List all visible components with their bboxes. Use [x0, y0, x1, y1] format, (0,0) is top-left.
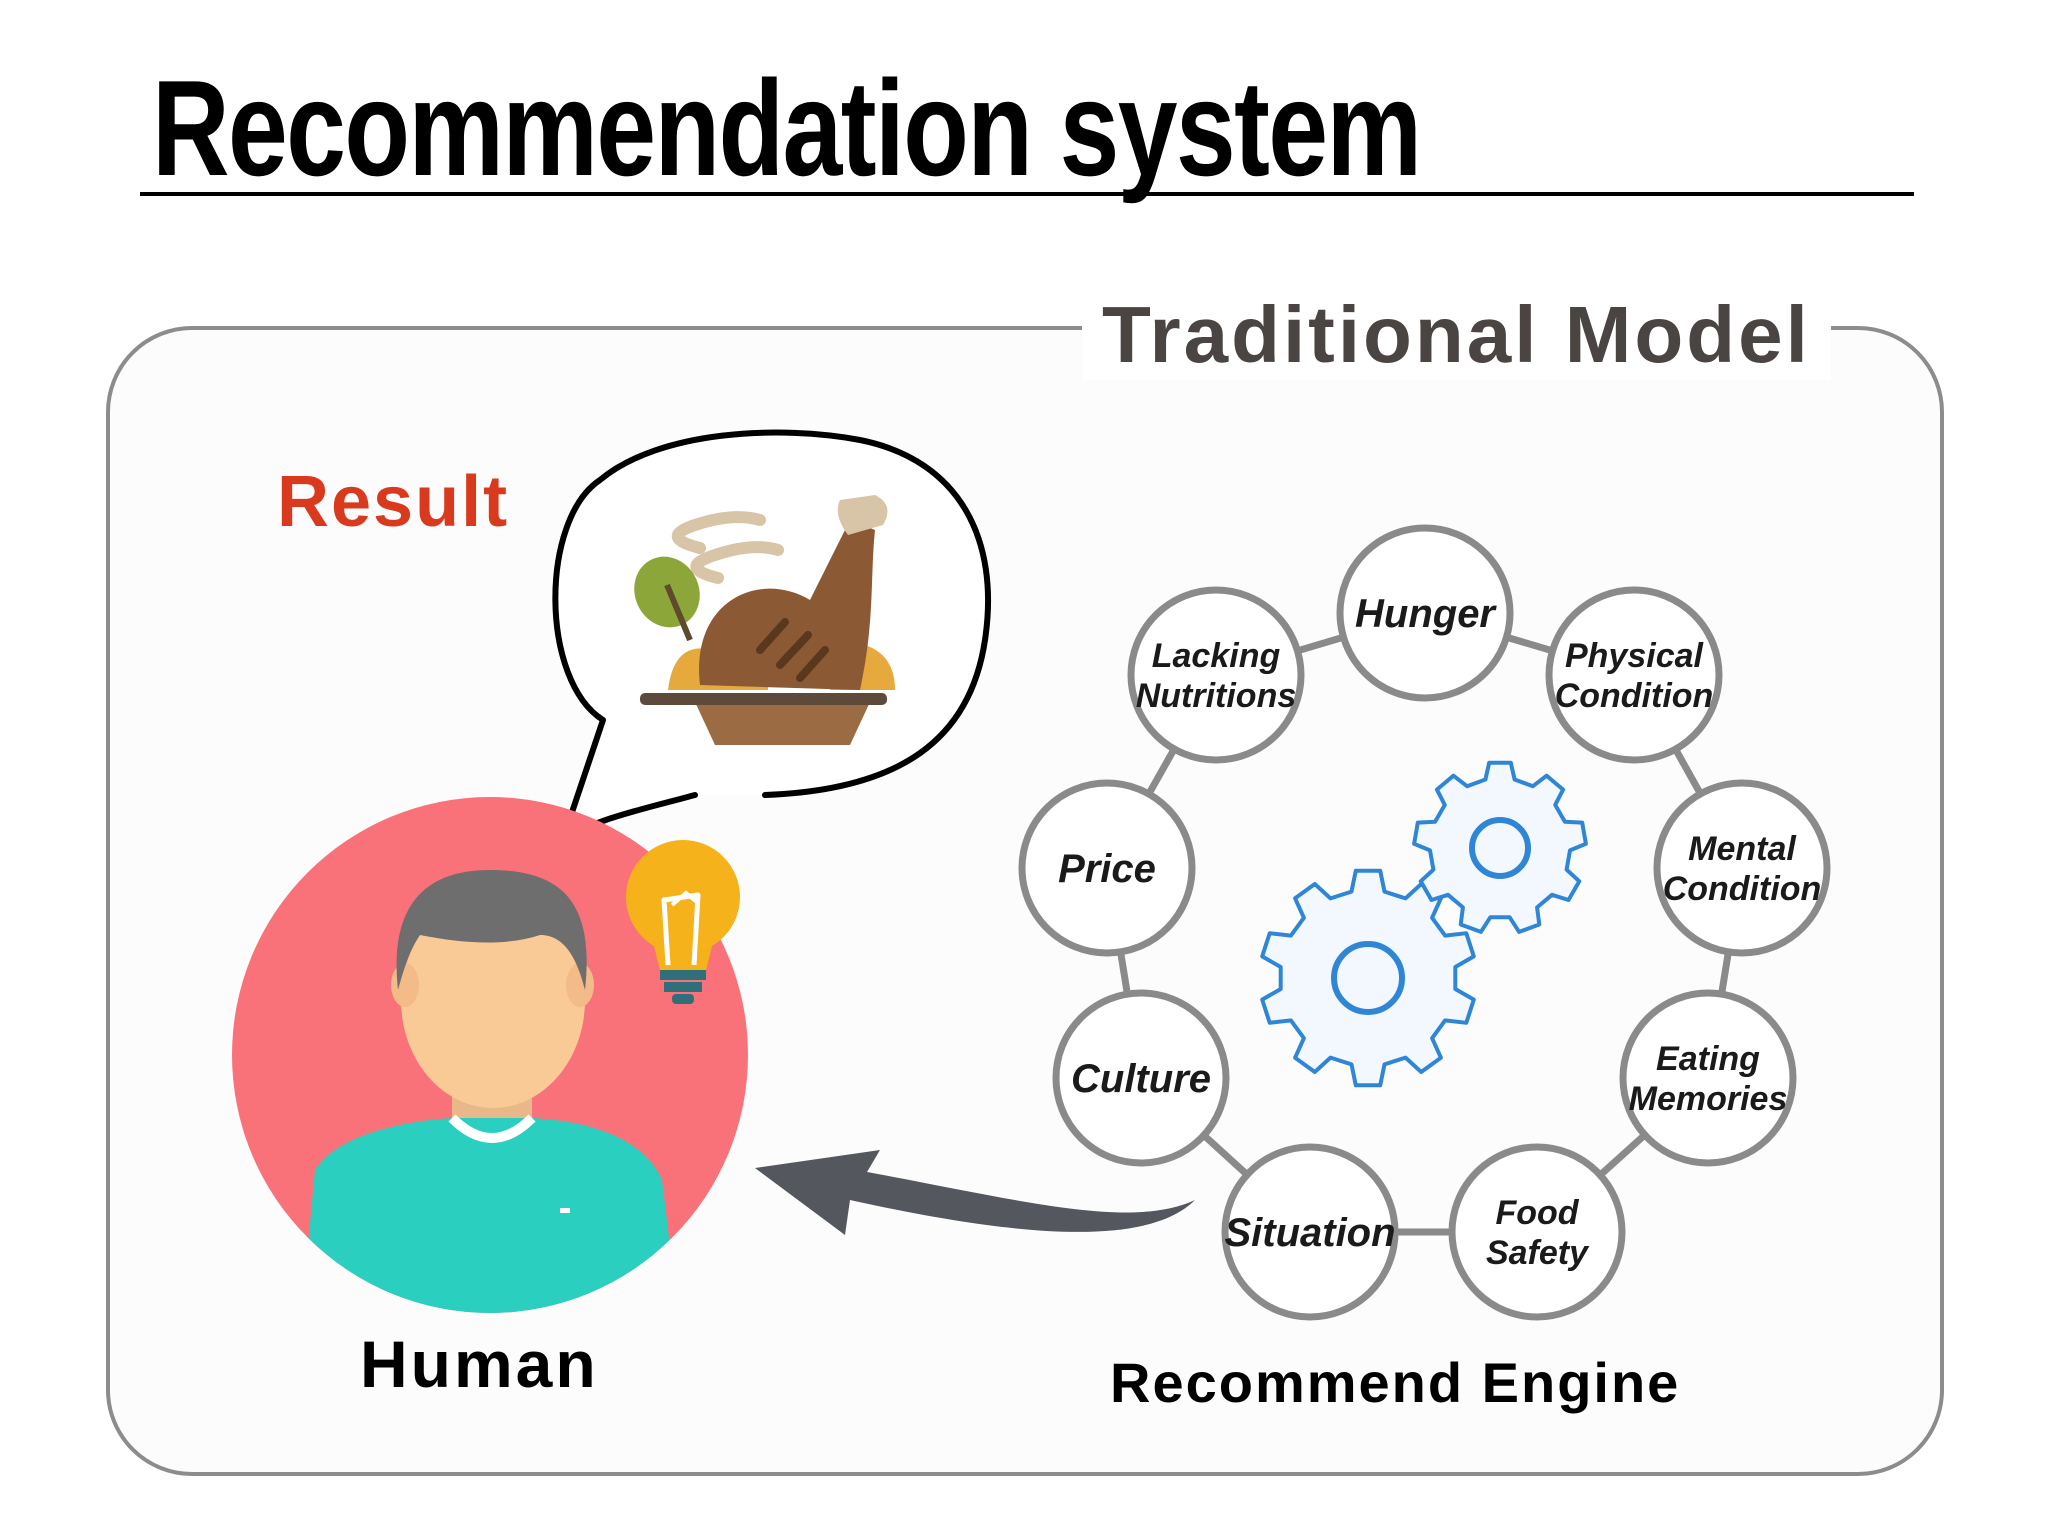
- man-avatar-icon: [232, 797, 748, 1313]
- factor-label: Culture: [1071, 1057, 1211, 1101]
- factor-ring: HungerPhysicalConditionMentalConditionEa…: [1018, 524, 1831, 1321]
- slide-title: Recommendation system: [152, 52, 1422, 204]
- arrow-to-human-icon: [755, 1150, 1195, 1235]
- factor-circle: [1052, 989, 1230, 1167]
- result-label: Result: [277, 462, 510, 542]
- factor-label: Condition: [1555, 677, 1714, 715]
- factor-node: Culture: [1052, 989, 1230, 1167]
- factor-circle: [1221, 1143, 1399, 1321]
- factor-label: Mental: [1688, 830, 1797, 868]
- factor-circle: [1127, 586, 1305, 764]
- factor-connector: [1103, 609, 1746, 1236]
- factor-circle: [1653, 779, 1831, 957]
- factor-label: Safety: [1486, 1234, 1590, 1272]
- lightbulb-icon: [626, 840, 740, 1004]
- factor-circle: [1619, 989, 1797, 1167]
- factor-label: Nutritions: [1136, 677, 1297, 715]
- factor-label: Lacking: [1152, 637, 1281, 675]
- title-underline: [140, 192, 1914, 196]
- factor-label: Eating: [1656, 1040, 1760, 1078]
- factor-circle: [1448, 1143, 1626, 1321]
- factor-node: Price: [1018, 779, 1196, 957]
- factor-label: Hunger: [1355, 592, 1497, 636]
- factor-label: Price: [1058, 847, 1156, 891]
- factor-circle: [1018, 779, 1196, 957]
- roast-chicken-dish-icon: [634, 495, 895, 745]
- factor-label: Condition: [1663, 870, 1822, 908]
- factor-circle: [1545, 586, 1723, 764]
- factor-label: Food: [1495, 1194, 1579, 1232]
- factor-circle: [1336, 524, 1514, 702]
- factor-node: Hunger: [1336, 524, 1514, 702]
- gears-icon: [1260, 760, 1588, 1088]
- factor-label: Situation: [1224, 1211, 1395, 1255]
- human-label: Human: [360, 1327, 599, 1401]
- factor-node: Situation: [1221, 1143, 1399, 1321]
- factor-label: Memories: [1629, 1080, 1788, 1118]
- panel-title: Traditional Model: [1082, 290, 1831, 380]
- recommend-engine-label: Recommend Engine: [1110, 1351, 1681, 1414]
- factor-label: Physical: [1565, 637, 1705, 675]
